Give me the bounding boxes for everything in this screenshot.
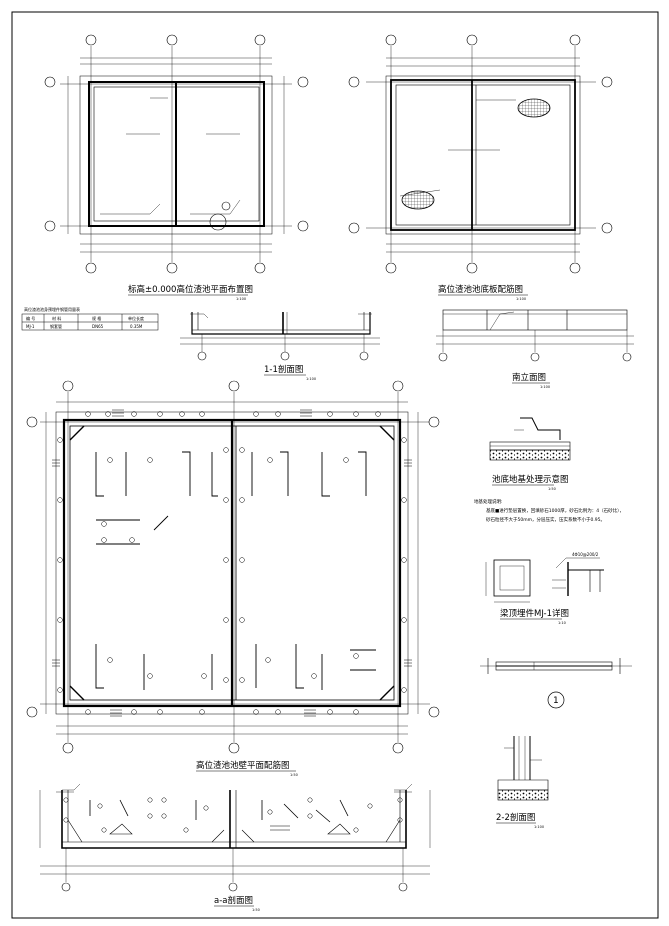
south-elevation-title: 南立面图 — [512, 372, 546, 383]
foundation-note-heading: 地基处理说明: — [474, 498, 503, 505]
section-1-1-scale: 1:100 — [306, 377, 316, 381]
section-1-1-axis — [197, 351, 369, 361]
embed-detail-title: 梁顶埋件MJ-1详图 — [500, 608, 569, 619]
plan-layout-scale: 1:100 — [236, 297, 246, 301]
schedule-cell-spec: DN65 — [92, 324, 104, 329]
slab-rebar-mesh-lower — [401, 190, 435, 210]
section-a-a-axis — [61, 882, 408, 892]
detail-1-marker-number: 1 — [553, 696, 559, 706]
detail-1-marker — [547, 691, 565, 709]
south-elevation-drawing — [436, 309, 634, 352]
sheet-border — [11, 11, 659, 919]
schedule-header-material: 材 料 — [52, 315, 61, 321]
foundation-gravel-layer — [489, 449, 571, 461]
detail-1-drawing — [480, 658, 632, 674]
wall-plan-drawing — [40, 392, 430, 742]
embed-detail-scale: 1:10 — [558, 621, 566, 625]
wall-plan-rebar-markers — [57, 411, 407, 715]
section-a-a-scale: 1:50 — [252, 908, 260, 912]
embed-detail-label: 4Φ10@200/2 — [572, 552, 599, 557]
plan-layout-drawing — [60, 46, 292, 262]
section-2-2-drawing — [497, 736, 549, 791]
foundation-title: 池底地基处理示意图 — [492, 474, 569, 485]
section-a-a-drawing — [39, 783, 431, 882]
south-elevation-scale: 1:100 — [540, 385, 550, 389]
foundation-drawing — [489, 417, 571, 451]
section-1-1-drawing — [180, 312, 380, 352]
plan-layout-axis — [44, 34, 309, 274]
bottom-slab-drawing — [366, 46, 596, 262]
section-a-a-title: a-a剖面图 — [214, 895, 253, 906]
bottom-slab-axis — [348, 34, 613, 274]
foundation-note-line2: 砂石粒径不大于50mm，分层压实，压实系数不小于0.95。 — [486, 516, 605, 523]
bottom-slab-title: 高位渣池池底板配筋图 — [438, 284, 523, 295]
section-2-2-gravel-layer — [497, 789, 549, 801]
plan-layout-title: 标高±0.000高位渣池平面布置图 — [128, 284, 253, 295]
foundation-scale: 1:50 — [548, 487, 556, 491]
schedule-caption: 高位渣池池身预埋件钢管用量表 — [24, 306, 80, 312]
wall-plan-title: 高位渣池池壁平面配筋图 — [196, 760, 290, 771]
section-2-2-scale: 1:100 — [534, 825, 544, 829]
foundation-note-line1: 基底■进行垫层置换，回填砂石1000厚，砂石比例为：4（石砂比）， — [486, 507, 624, 514]
wall-plan-scale: 1:50 — [290, 773, 298, 777]
bottom-slab-scale: 1:100 — [516, 297, 526, 301]
embed-detail-drawing — [485, 557, 604, 603]
section-a-a-rebar-markers — [63, 797, 403, 833]
schedule-header-spec: 规 格 — [92, 315, 101, 321]
schedule-header-no: 编 号 — [26, 315, 35, 321]
slab-rebar-mesh-upper — [517, 98, 551, 118]
section-1-1-title: 1-1剖面图 — [264, 364, 303, 375]
schedule-table — [21, 313, 159, 331]
schedule-cell-no: MJ-1 — [26, 324, 35, 329]
wall-plan-axis — [26, 380, 440, 754]
south-elevation-axis — [438, 352, 632, 362]
section-2-2-title: 2-2剖面图 — [496, 812, 535, 823]
schedule-cell-length: 0.35M — [130, 324, 143, 329]
schedule-header-length: 单位长度 — [128, 315, 144, 321]
schedule-cell-material: 钢套管 — [50, 323, 62, 329]
